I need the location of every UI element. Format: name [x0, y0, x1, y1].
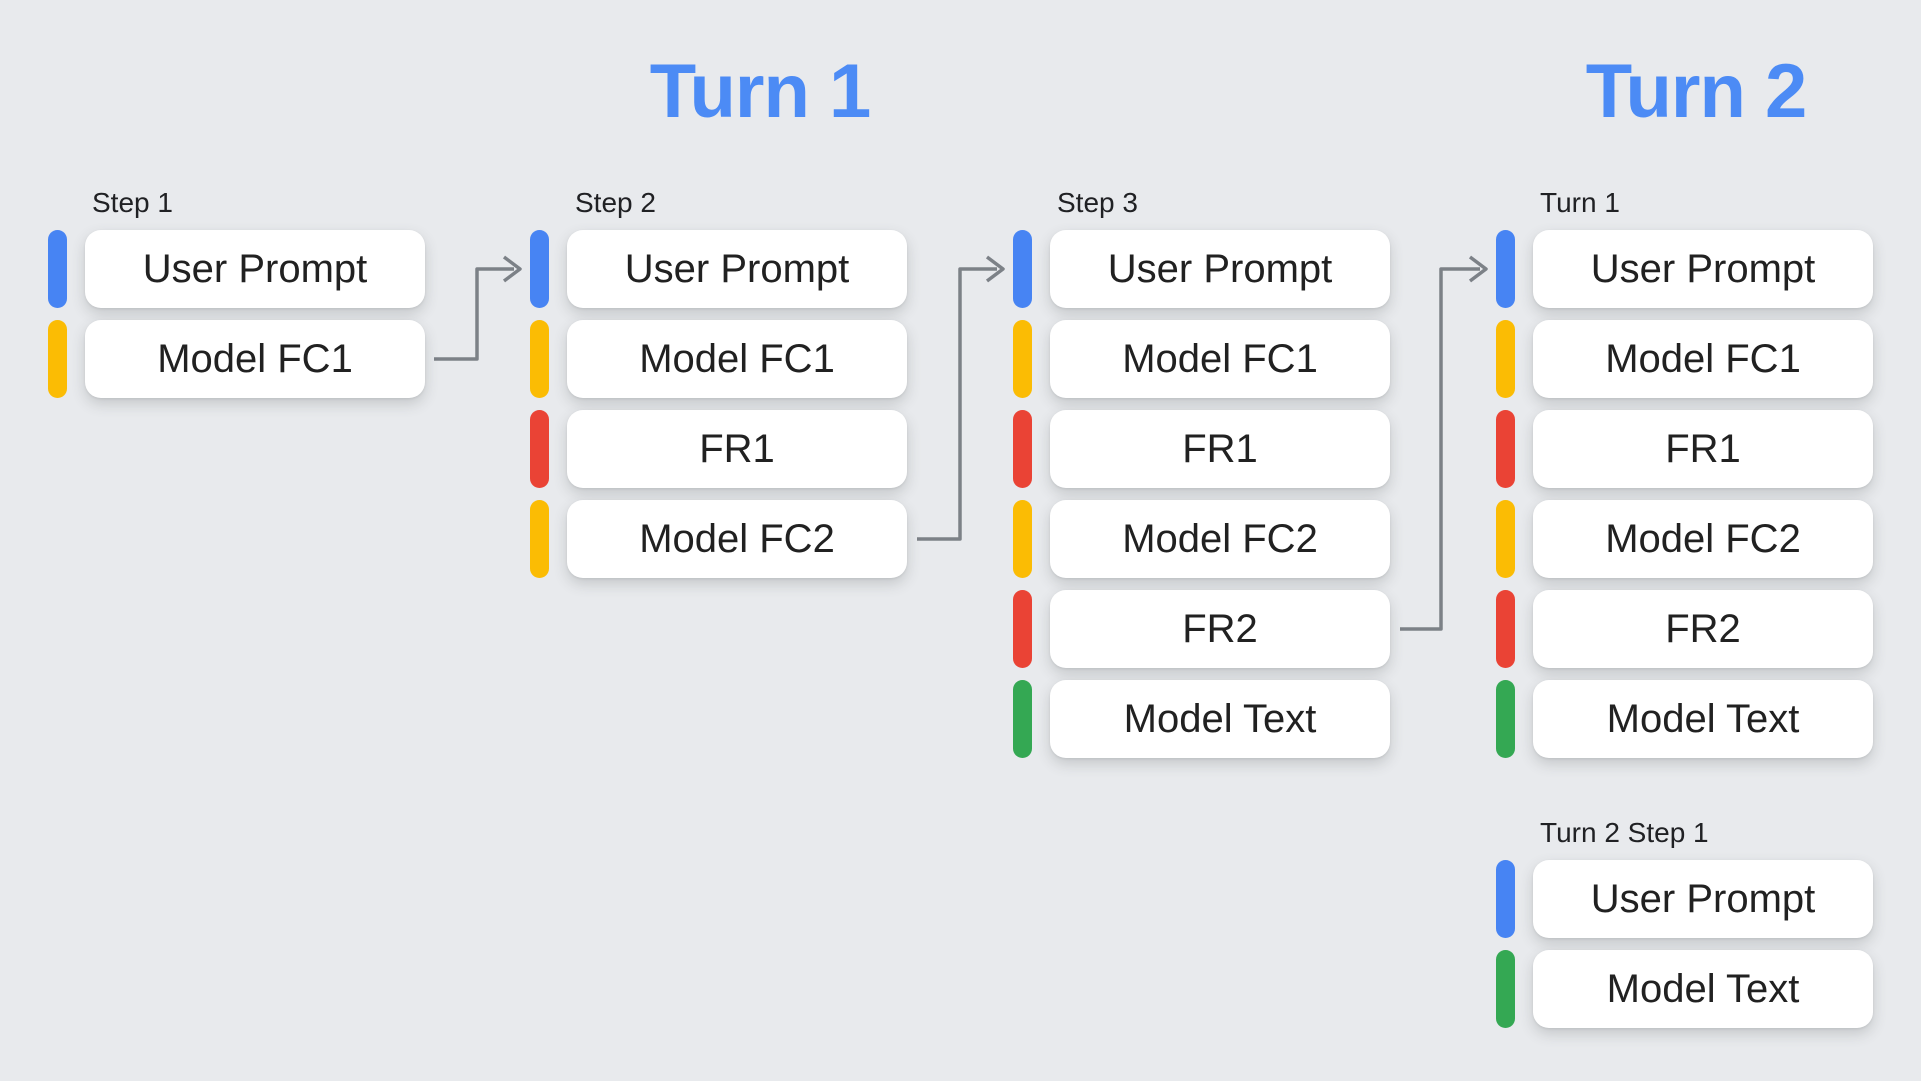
model-text-color-bar — [1496, 680, 1515, 758]
function-response-color-bar — [1496, 590, 1515, 668]
model-fc-color-bar — [1013, 320, 1032, 398]
message-row: FR1 — [1013, 410, 1390, 488]
user-prompt-color-bar — [48, 230, 67, 308]
model-text-color-bar — [1496, 950, 1515, 1028]
message-row: Model FC2 — [1013, 500, 1390, 578]
message-row: Model Text — [1496, 950, 1873, 1028]
message-row: Model FC1 — [48, 320, 425, 398]
column-label-step2: Step 2 — [575, 187, 656, 218]
fr1-box: FR1 — [567, 410, 907, 488]
message-row: Model FC2 — [1496, 500, 1873, 578]
connector-step2-to-step3 — [917, 255, 1005, 541]
connector-step3-to-turn1 — [1400, 255, 1488, 631]
column-label-step1: Step 1 — [92, 187, 173, 218]
message-row: FR1 — [1496, 410, 1873, 488]
connector-step1-to-step2 — [434, 255, 522, 361]
message-row: FR1 — [530, 410, 907, 488]
message-row: FR2 — [1013, 590, 1390, 668]
user-prompt-box: User Prompt — [85, 230, 425, 308]
column-label-turn2-step1: Turn 2 Step 1 — [1540, 817, 1709, 848]
message-row: Model Text — [1496, 680, 1873, 758]
turn-1-heading: Turn 1 — [649, 49, 872, 134]
model-text-box: Model Text — [1050, 680, 1390, 758]
user-prompt-box: User Prompt — [1533, 860, 1873, 938]
fr1-box: FR1 — [1533, 410, 1873, 488]
function-response-color-bar — [1013, 410, 1032, 488]
user-prompt-color-bar — [530, 230, 549, 308]
function-response-color-bar — [530, 410, 549, 488]
model-fc-color-bar — [530, 500, 549, 578]
function-response-color-bar — [1013, 590, 1032, 668]
user-prompt-color-bar — [1496, 860, 1515, 938]
message-row: FR2 — [1496, 590, 1873, 668]
user-prompt-box: User Prompt — [1050, 230, 1390, 308]
message-row: User Prompt — [48, 230, 425, 308]
model-fc2-box: Model FC2 — [567, 500, 907, 578]
fr2-box: FR2 — [1050, 590, 1390, 668]
message-row: User Prompt — [1013, 230, 1390, 308]
model-fc-color-bar — [1496, 320, 1515, 398]
message-row: Model FC2 — [530, 500, 907, 578]
column-label-step3: Step 3 — [1057, 187, 1138, 218]
message-row: User Prompt — [1496, 860, 1873, 938]
user-prompt-color-bar — [1013, 230, 1032, 308]
function-response-color-bar — [1496, 410, 1515, 488]
model-fc-color-bar — [1013, 500, 1032, 578]
message-row: User Prompt — [1496, 230, 1873, 308]
message-row: Model FC1 — [1013, 320, 1390, 398]
model-fc2-box: Model FC2 — [1533, 500, 1873, 578]
model-fc2-box: Model FC2 — [1050, 500, 1390, 578]
model-fc-color-bar — [530, 320, 549, 398]
user-prompt-color-bar — [1496, 230, 1515, 308]
model-fc1-box: Model FC1 — [85, 320, 425, 398]
model-fc-color-bar — [48, 320, 67, 398]
turn-2-heading: Turn 2 — [1585, 49, 1808, 134]
model-text-box: Model Text — [1533, 950, 1873, 1028]
model-fc1-box: Model FC1 — [567, 320, 907, 398]
model-fc-color-bar — [1496, 500, 1515, 578]
user-prompt-box: User Prompt — [567, 230, 907, 308]
fr1-box: FR1 — [1050, 410, 1390, 488]
message-row: User Prompt — [530, 230, 907, 308]
fr2-box: FR2 — [1533, 590, 1873, 668]
model-fc1-box: Model FC1 — [1050, 320, 1390, 398]
message-row: Model FC1 — [530, 320, 907, 398]
model-text-box: Model Text — [1533, 680, 1873, 758]
message-row: Model Text — [1013, 680, 1390, 758]
model-fc1-box: Model FC1 — [1533, 320, 1873, 398]
model-text-color-bar — [1013, 680, 1032, 758]
user-prompt-box: User Prompt — [1533, 230, 1873, 308]
column-label-turn1: Turn 1 — [1540, 187, 1620, 218]
message-row: Model FC1 — [1496, 320, 1873, 398]
